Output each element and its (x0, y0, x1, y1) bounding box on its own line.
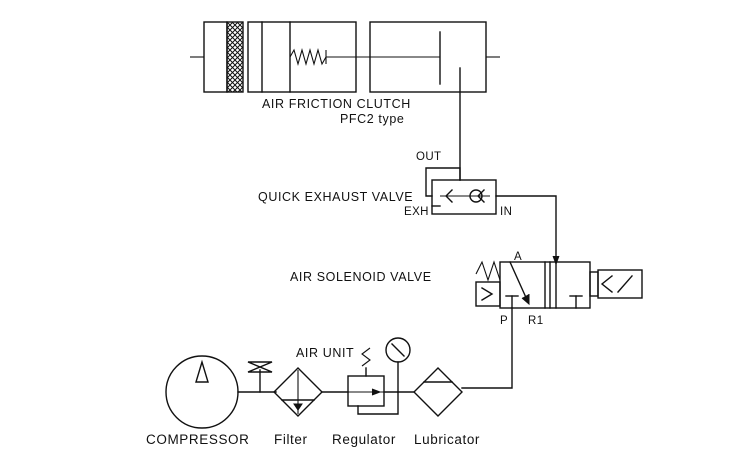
check-ball-icon (469, 189, 483, 203)
compressor (165, 355, 239, 429)
solenoid-coil (597, 269, 643, 299)
clutch-disc-block (203, 21, 228, 93)
in-port-label: IN (500, 206, 512, 218)
port-p-label: P (500, 315, 508, 327)
lubricator-label: Lubricator (414, 432, 480, 447)
valve-flow-arrow (509, 261, 529, 303)
quick-exhaust-valve (425, 167, 497, 215)
qev-to-solenoid-line (495, 195, 557, 263)
filter-diamond (273, 367, 323, 417)
compressor-label: COMPRESSOR (146, 432, 250, 447)
water-drain-icon (293, 403, 303, 411)
regulator-body (347, 375, 385, 407)
filter (247, 361, 323, 417)
adjust-spring-icon (361, 347, 371, 367)
solenoid-valve-label: AIR SOLENOID VALVE (290, 270, 432, 284)
air-unit-label: AIR UNIT (296, 346, 354, 360)
out-port-label: OUT (416, 151, 441, 163)
drain-valve-icon (247, 361, 273, 373)
compressor-triangle-icon (195, 359, 209, 383)
quick-exhaust-valve-label: QUICK EXHAUST VALVE (258, 190, 413, 204)
quick-exhaust-valve-body (431, 179, 497, 215)
exhaust-arrow-icon (445, 189, 453, 203)
air-solenoid-valve (475, 260, 643, 309)
regulator-label: Regulator (332, 432, 396, 447)
pressure-gauge-icon (385, 337, 411, 363)
out-port-line (425, 167, 461, 197)
filter-label: Filter (274, 432, 308, 447)
regulator-arrow-icon (371, 388, 382, 396)
pilot-triangle-left-icon (481, 287, 494, 301)
lubricator (413, 367, 463, 417)
clutch-type-label: PFC2 type (340, 112, 404, 126)
lubricator-diamond (413, 367, 463, 417)
port-a-label: A (514, 251, 522, 263)
solenoid-coil-icon (617, 275, 633, 293)
port-r1-label: R1 (528, 315, 544, 327)
clutch-title-label: AIR FRICTION CLUTCH (262, 97, 411, 111)
regulator-feedback-line (357, 391, 399, 415)
pilot-box-left (475, 281, 501, 307)
supply-line (461, 307, 513, 389)
spring-icon (289, 47, 327, 67)
regulator (347, 337, 411, 415)
compressor-body (165, 355, 239, 429)
exh-port-label: EXH (404, 206, 429, 218)
air-friction-clutch (190, 21, 500, 93)
pilot-triangle-right-icon (600, 275, 613, 293)
return-spring-icon (475, 260, 501, 282)
friction-lining (226, 21, 244, 93)
